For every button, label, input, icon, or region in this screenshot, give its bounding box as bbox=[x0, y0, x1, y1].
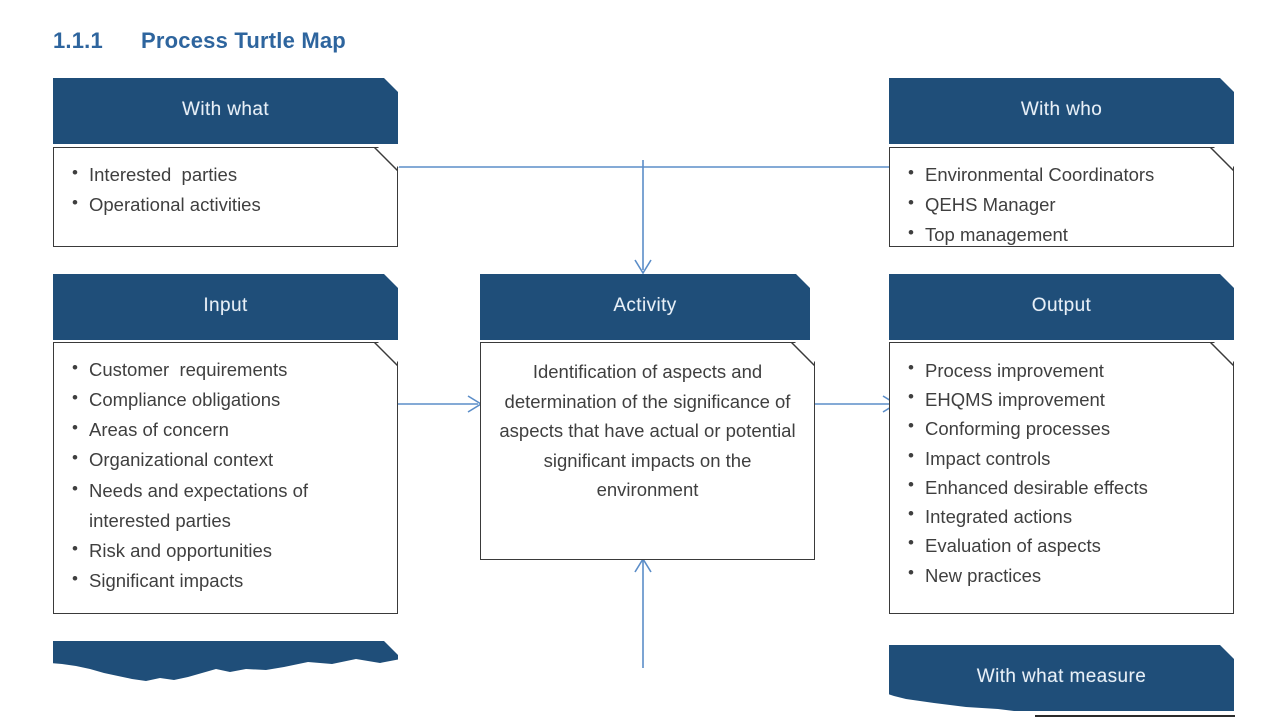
box-with-what-header[interactable]: With what bbox=[53, 78, 398, 144]
list-item: Process improvement bbox=[908, 355, 1223, 385]
list-item: Conforming processes bbox=[908, 413, 1223, 443]
folded-corner-icon bbox=[374, 147, 398, 171]
box-activity-header-bar: Activity bbox=[480, 274, 810, 340]
box-with-what-measure-title: With what measure bbox=[976, 666, 1147, 687]
list-item: Customer requirements bbox=[72, 354, 387, 385]
folded-corner-icon bbox=[791, 342, 815, 366]
list-item: Risk and opportunities bbox=[72, 535, 387, 566]
box-with-what-title: With what bbox=[181, 99, 269, 120]
list-item: QEHS Manager bbox=[908, 189, 1223, 220]
box-output-header[interactable]: Output bbox=[889, 274, 1234, 340]
connector-measure-to-activity-arrow bbox=[634, 557, 652, 668]
connector-activity-to-output-arrow bbox=[813, 395, 898, 413]
box-output-body-panel: Process improvement EHQMS improvement Co… bbox=[889, 341, 1235, 614]
list-item: Operational activities bbox=[72, 189, 387, 220]
list-item: EHQMS improvement bbox=[908, 384, 1223, 414]
list-item: Needs and expectations of interested par… bbox=[72, 475, 387, 536]
box-output-body[interactable]: Process improvement EHQMS improvement Co… bbox=[889, 341, 1235, 614]
box-with-what-list: Interested parties Operational activitie… bbox=[54, 148, 397, 220]
box-with-who-header-bar: With who bbox=[889, 78, 1234, 144]
page-title: 1.1.1 Process Turtle Map bbox=[53, 28, 346, 54]
box-activity-body-panel: Identification of aspects and determinat… bbox=[480, 341, 816, 560]
box-activity-body[interactable]: Identification of aspects and determinat… bbox=[480, 341, 816, 560]
list-item: Organizational context bbox=[72, 444, 387, 475]
measure-box-underline bbox=[1035, 715, 1235, 717]
list-item: Compliance obligations bbox=[72, 384, 387, 415]
page-title-number: 1.1.1 bbox=[53, 28, 103, 53]
folded-corner-icon bbox=[374, 342, 398, 366]
list-item: Interested parties bbox=[72, 159, 387, 190]
box-with-who-body[interactable]: Environmental Coordinators QEHS Manager … bbox=[889, 146, 1235, 250]
box-input-title: Input bbox=[203, 295, 248, 316]
list-item: New practices bbox=[908, 560, 1223, 590]
box-output-title: Output bbox=[1031, 295, 1092, 316]
box-input-header[interactable]: Input bbox=[53, 274, 398, 340]
list-item: Areas of concern bbox=[72, 414, 387, 445]
list-item: Top management bbox=[908, 219, 1223, 250]
box-with-what-body-panel: Interested parties Operational activitie… bbox=[53, 146, 399, 247]
box-activity-title: Activity bbox=[613, 295, 677, 316]
list-item: Evaluation of aspects bbox=[908, 530, 1223, 560]
box-output-header-bar: Output bbox=[889, 274, 1234, 340]
box-with-what-header-bar: With what bbox=[53, 78, 398, 144]
page-title-text: Process Turtle Map bbox=[141, 28, 346, 53]
list-item: Environmental Coordinators bbox=[908, 159, 1223, 190]
list-item: Integrated actions bbox=[908, 501, 1223, 531]
box-input-body[interactable]: Customer requirements Compliance obligat… bbox=[53, 341, 399, 614]
box-with-who-list: Environmental Coordinators QEHS Manager … bbox=[890, 148, 1233, 250]
box-bottom-left-partial-header[interactable] bbox=[53, 641, 398, 707]
box-bottom-left-partial-header-bar bbox=[53, 641, 398, 707]
folded-corner-icon bbox=[1210, 147, 1234, 171]
connector-with-what-to-with-who bbox=[392, 166, 892, 168]
box-input-list: Customer requirements Compliance obligat… bbox=[54, 343, 397, 596]
list-item: Impact controls bbox=[908, 443, 1223, 473]
box-with-what-measure-header[interactable]: With what measure bbox=[889, 645, 1234, 711]
box-activity-header[interactable]: Activity bbox=[480, 274, 810, 340]
box-with-who-title: With who bbox=[1020, 99, 1103, 120]
box-with-who-header[interactable]: With who bbox=[889, 78, 1234, 144]
connector-top-to-activity-arrow bbox=[634, 160, 652, 275]
folded-corner-icon bbox=[1210, 342, 1234, 366]
list-item: Enhanced desirable effects bbox=[908, 472, 1223, 502]
box-with-what-measure-header-bar: With what measure bbox=[889, 645, 1234, 711]
box-input-header-bar: Input bbox=[53, 274, 398, 340]
list-item: Significant impacts bbox=[72, 565, 387, 596]
box-with-who-body-panel: Environmental Coordinators QEHS Manager … bbox=[889, 146, 1235, 250]
box-input-body-panel: Customer requirements Compliance obligat… bbox=[53, 341, 399, 614]
box-activity-text: Identification of aspects and determinat… bbox=[499, 361, 796, 501]
box-with-what-body[interactable]: Interested parties Operational activitie… bbox=[53, 146, 399, 247]
box-output-list: Process improvement EHQMS improvement Co… bbox=[890, 343, 1233, 590]
connector-input-to-activity-arrow bbox=[398, 395, 483, 413]
